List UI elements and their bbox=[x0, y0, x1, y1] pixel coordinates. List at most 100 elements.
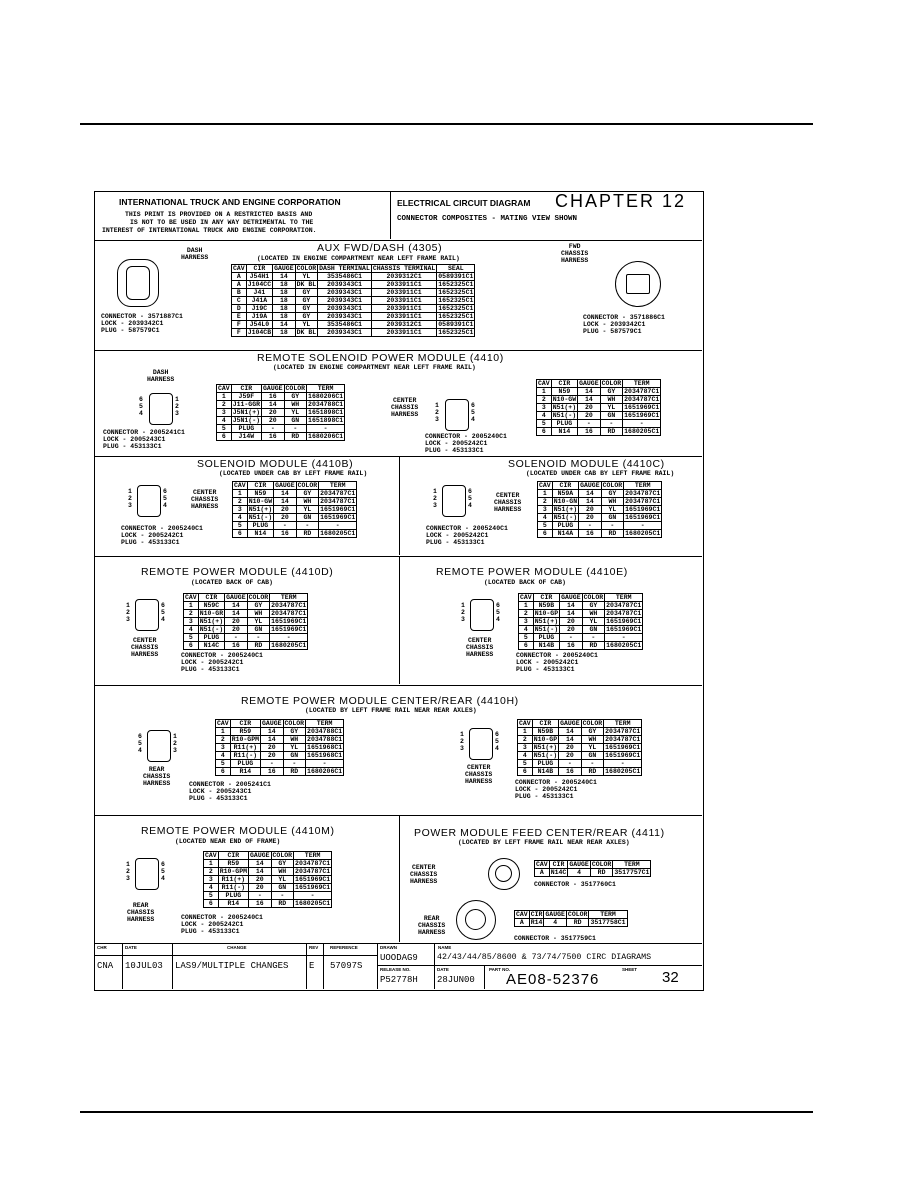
table-cell: 1 bbox=[537, 489, 553, 498]
table-cell: 6 bbox=[518, 641, 534, 650]
connector-info: CONNECTOR - 2005240C1 LOCK - 2005242C1 P… bbox=[181, 914, 263, 935]
column-header: COLOR bbox=[246, 593, 271, 602]
table-cell: 14 bbox=[578, 489, 602, 498]
table-cell: 20 bbox=[261, 416, 285, 425]
table-cell: - bbox=[261, 424, 285, 433]
table-cell: 2034788C1 bbox=[306, 400, 346, 409]
table-cell: N59 bbox=[550, 387, 579, 396]
table-cell: 5 bbox=[215, 759, 231, 768]
table-cell: PLUG bbox=[230, 424, 263, 433]
table-cell: N10-GW bbox=[550, 395, 579, 404]
table-cell: 2 bbox=[536, 395, 552, 404]
sheet-number: 32 bbox=[662, 969, 679, 986]
table-cell: R59 bbox=[229, 727, 262, 736]
table-cell: - bbox=[269, 633, 309, 642]
chr-value: CNA bbox=[97, 961, 114, 971]
dash-connector-info: CONNECTOR - 2005241C1 LOCK - 2005243C1 P… bbox=[103, 429, 185, 450]
table-cell: GN bbox=[246, 625, 271, 634]
table-cell: 1652325C1 bbox=[436, 328, 476, 337]
table-cell: A bbox=[231, 280, 247, 289]
center-harness-label: CENTER CHASSIS HARNESS bbox=[391, 397, 419, 418]
rev-label: REV bbox=[309, 945, 319, 950]
column-header: CAV bbox=[231, 264, 247, 273]
remote-power-module-d-section: REMOTE POWER MODULE (4410D) (LOCATED BAC… bbox=[95, 557, 400, 684]
table-cell: 20 bbox=[577, 411, 601, 420]
table-cell: N51(+) bbox=[551, 505, 580, 514]
connector-info: CONNECTOR - 2005240C1 LOCK - 2005242C1 P… bbox=[426, 525, 508, 546]
table-cell: 1652325C1 bbox=[436, 312, 476, 321]
connector-inner-icon bbox=[465, 909, 486, 930]
table-cell: 2 bbox=[537, 497, 553, 506]
table-cell: 1 bbox=[518, 601, 534, 610]
table-cell: 14 bbox=[248, 867, 272, 876]
reference-label: REFERENCE bbox=[330, 945, 358, 950]
table-cell: 20 bbox=[260, 751, 284, 760]
table-cell: N10-GN bbox=[551, 497, 580, 506]
column-header: TERM bbox=[305, 719, 345, 728]
rear-connector-info: CONNECTOR - 2005241C1 LOCK - 2005243C1 P… bbox=[189, 781, 271, 802]
table-cell: WH bbox=[270, 867, 295, 876]
sheet-header: INTERNATIONAL TRUCK AND ENGINE CORPORATI… bbox=[95, 191, 702, 241]
connector-info: CONNECTOR - 2005240C1 LOCK - 2005242C1 P… bbox=[121, 525, 203, 546]
table-cell: RD bbox=[270, 899, 295, 908]
table-cell: 6 bbox=[232, 529, 248, 538]
table-cell: F bbox=[231, 328, 247, 337]
column-header: COLOR bbox=[580, 719, 605, 728]
column-header: CAV bbox=[517, 719, 533, 728]
fwd-harness-label: FWD CHASSIS HARNESS bbox=[561, 243, 589, 264]
section-title: REMOTE POWER MODULE (4410E) bbox=[436, 566, 628, 578]
table-cell: 1651969C1 bbox=[318, 513, 358, 522]
table-cell: N51(+) bbox=[246, 505, 275, 514]
connector-info: CONNECTOR - 2005240C1 LOCK - 2005242C1 P… bbox=[516, 652, 598, 673]
company-block: INTERNATIONAL TRUCK AND ENGINE CORPORATI… bbox=[95, 192, 391, 239]
table-cell: 4 bbox=[518, 625, 534, 634]
table-cell: RD bbox=[600, 529, 625, 538]
connector-inner-icon bbox=[626, 274, 650, 294]
table-cell: - bbox=[580, 759, 605, 768]
center-harness-label: CENTER CHASSIS HARNESS bbox=[494, 492, 522, 513]
column-header: CIR bbox=[217, 851, 250, 860]
table-cell: N14C bbox=[548, 868, 569, 877]
column-header: GAUGE bbox=[224, 593, 248, 602]
table-cell: WH bbox=[581, 609, 606, 618]
table-cell: 1680205C1 bbox=[293, 899, 333, 908]
table-cell: 4 bbox=[215, 751, 231, 760]
table-cell: RD bbox=[580, 767, 605, 776]
column-header: CAV bbox=[232, 481, 248, 490]
table-cell: 2033911C1 bbox=[370, 312, 438, 321]
table-cell: 20 bbox=[248, 875, 272, 884]
table-cell: R11(-) bbox=[217, 883, 250, 892]
table-cell: 3 bbox=[517, 743, 533, 752]
column-header: GAUGE bbox=[543, 910, 567, 919]
remote-power-module-e-section: REMOTE POWER MODULE (4410E) (LOCATED BAC… bbox=[400, 557, 702, 684]
table-cell: WH bbox=[283, 400, 308, 409]
table-cell: E bbox=[231, 312, 247, 321]
power-module-feed-section: POWER MODULE FEED CENTER/REAR (4411) (LO… bbox=[400, 816, 702, 942]
table-cell: 4 bbox=[537, 513, 553, 522]
table-cell: 0589391C1 bbox=[436, 320, 476, 329]
column-header: CIR bbox=[246, 481, 275, 490]
table-cell: - bbox=[260, 759, 284, 768]
column-header: TERM bbox=[306, 384, 346, 393]
center-connector-icon bbox=[470, 599, 494, 631]
table-cell: 2 bbox=[216, 400, 232, 409]
column-header: GAUGE bbox=[261, 384, 285, 393]
table-cell: - bbox=[318, 521, 358, 530]
